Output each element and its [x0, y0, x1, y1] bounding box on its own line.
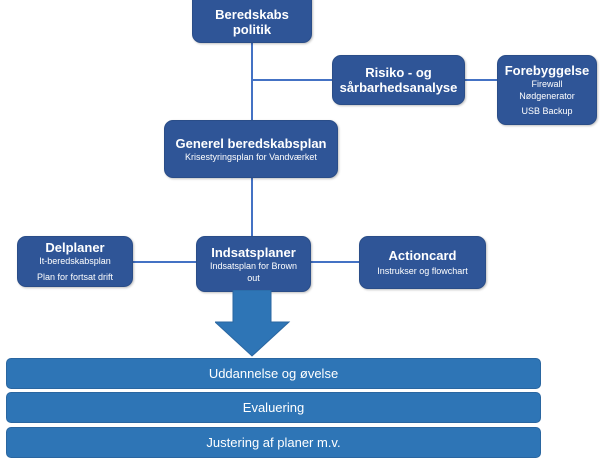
node-title: Actioncard: [388, 248, 457, 263]
node-indsatsplaner: Indsatsplaner Indsatsplan for Brown out: [196, 236, 311, 292]
node-item: Nødgenerator: [519, 91, 575, 101]
node-item: Plan for fortsat drift: [36, 272, 114, 282]
node-risiko-analyse: Risiko - og sårbarhedsanalyse: [332, 55, 465, 105]
step-label: Evaluering: [242, 400, 305, 415]
connector-risiko-forebyggelse: [465, 79, 497, 81]
node-item: It-beredskabsplan: [39, 256, 111, 266]
connector-delplaner-indsats: [133, 261, 196, 263]
step-label: Justering af planer m.v.: [206, 435, 341, 450]
node-subtitle: Krisestyringsplan for Vandværket: [185, 151, 317, 162]
node-title: sårbarhedsanalyse: [339, 80, 458, 95]
node-forebyggelse: Forebyggelse Firewall Nødgenerator USB B…: [497, 55, 597, 125]
node-title: Forebyggelse: [504, 63, 590, 78]
step-uddannelse: Uddannelse og øvelse: [6, 358, 541, 389]
node-beredskabs-politik: Beredskabs politik: [192, 0, 312, 43]
node-item: USB Backup: [521, 106, 573, 116]
node-delplaner: Delplaner It-beredskabsplan Plan for for…: [17, 236, 133, 287]
node-title: Generel beredskabsplan: [175, 135, 327, 151]
node-title: Risiko - og: [365, 65, 432, 80]
connector-indsats-actioncard: [311, 261, 359, 263]
step-evaluering: Evaluering: [6, 392, 541, 423]
node-subtitle: out: [247, 272, 260, 283]
node-title: Indsatsplaner: [211, 244, 296, 260]
node-subtitle: Indsatsplan for Brown: [209, 260, 298, 271]
node-item: Firewall: [531, 79, 563, 89]
node-title: politik: [232, 21, 272, 37]
node-actioncard: Actioncard Instrukser og flowchart: [359, 236, 486, 289]
down-arrow-icon: [215, 290, 291, 357]
node-title: Delplaner: [45, 240, 105, 255]
step-label: Uddannelse og øvelse: [208, 366, 339, 381]
node-title: Beredskabs: [215, 6, 289, 22]
node-generel-beredskabsplan: Generel beredskabsplan Krisestyringsplan…: [164, 120, 338, 178]
connector-to-risiko: [252, 79, 332, 81]
node-subtitle: Instrukser og flowchart: [377, 266, 468, 276]
step-justering: Justering af planer m.v.: [6, 427, 541, 458]
